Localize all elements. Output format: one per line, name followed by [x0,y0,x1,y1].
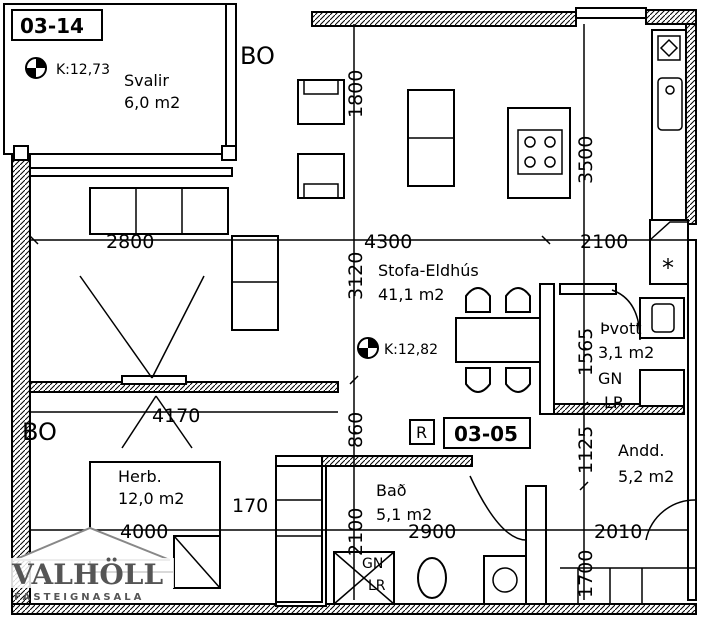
dimension-label: 3500 [575,136,597,184]
room-area: 6,0 m2 [124,93,180,112]
dimension-label: 4300 [364,231,412,253]
star-icon: * [662,254,674,282]
gn-label: GN [598,369,622,388]
dimension-label: 1125 [575,426,597,474]
dimension-label: 860 [345,412,367,448]
dimension-label: 2900 [408,521,456,543]
fridge [649,219,689,285]
valholl-logo: VALHÖLL FASTEIGNASALA [10,526,174,603]
logo-subtext: FASTEIGNASALA [14,592,144,603]
kitchen-counter [651,29,687,221]
room-area: 5,1 m2 [376,505,432,524]
room-name: Svalir [124,71,169,90]
room-area: 5,2 m2 [618,467,674,486]
dimension-label: 2100 [580,231,628,253]
room-name: Bað [376,481,407,500]
room-name: Andd. [618,441,664,460]
unit-tag-main: 03-05 [454,422,518,446]
sofa [89,187,229,235]
toilet [417,557,447,599]
unit-tag-main-box [443,417,531,449]
dimension-label: 2010 [594,521,642,543]
room-name: Stofa-Eldhús [378,261,479,280]
elevation-label: K:12,82 [384,342,438,358]
logo-text: VALHÖLL [11,557,163,591]
armchair [297,79,345,125]
dimension-label: 3120 [345,252,367,300]
dimension-label: 170 [232,495,268,517]
room-area: 12,0 m2 [118,489,184,508]
room-area: 41,1 m2 [378,285,444,304]
elevation-label: K:12,73 [56,62,110,78]
lr-label: LR [604,393,624,412]
r-badge: R [416,423,427,442]
lr-label: LR [368,578,386,594]
bo-label-top: BO [240,42,275,70]
r-badge-box [409,419,435,445]
dimension-lines [29,24,688,600]
dimension-label: 1800 [345,70,367,118]
dining-table [455,317,541,363]
room-name: Herb. [118,467,162,486]
elevation-marker [25,57,47,79]
dimension-label: 2100 [345,508,367,556]
elevation-marker [357,337,379,359]
dimension-label: 1565 [575,328,597,376]
bo-label-left: BO [22,418,57,446]
room-name: Þvott [600,319,641,338]
dryer [639,369,685,407]
armchair [297,153,345,199]
gn-label: GN [362,556,383,572]
bathroom-sink [483,555,527,605]
tv-stand [121,375,187,385]
dimension-label: 2800 [106,231,154,253]
unit-tag-top-box [11,9,103,41]
room-area: 3,1 m2 [598,343,654,362]
sofa [231,235,279,331]
dimension-label: 4000 [120,521,168,543]
dimension-label: 1700 [575,550,597,598]
unit-tag-top: 03-14 [20,14,84,38]
dimension-label: 4170 [152,405,200,427]
